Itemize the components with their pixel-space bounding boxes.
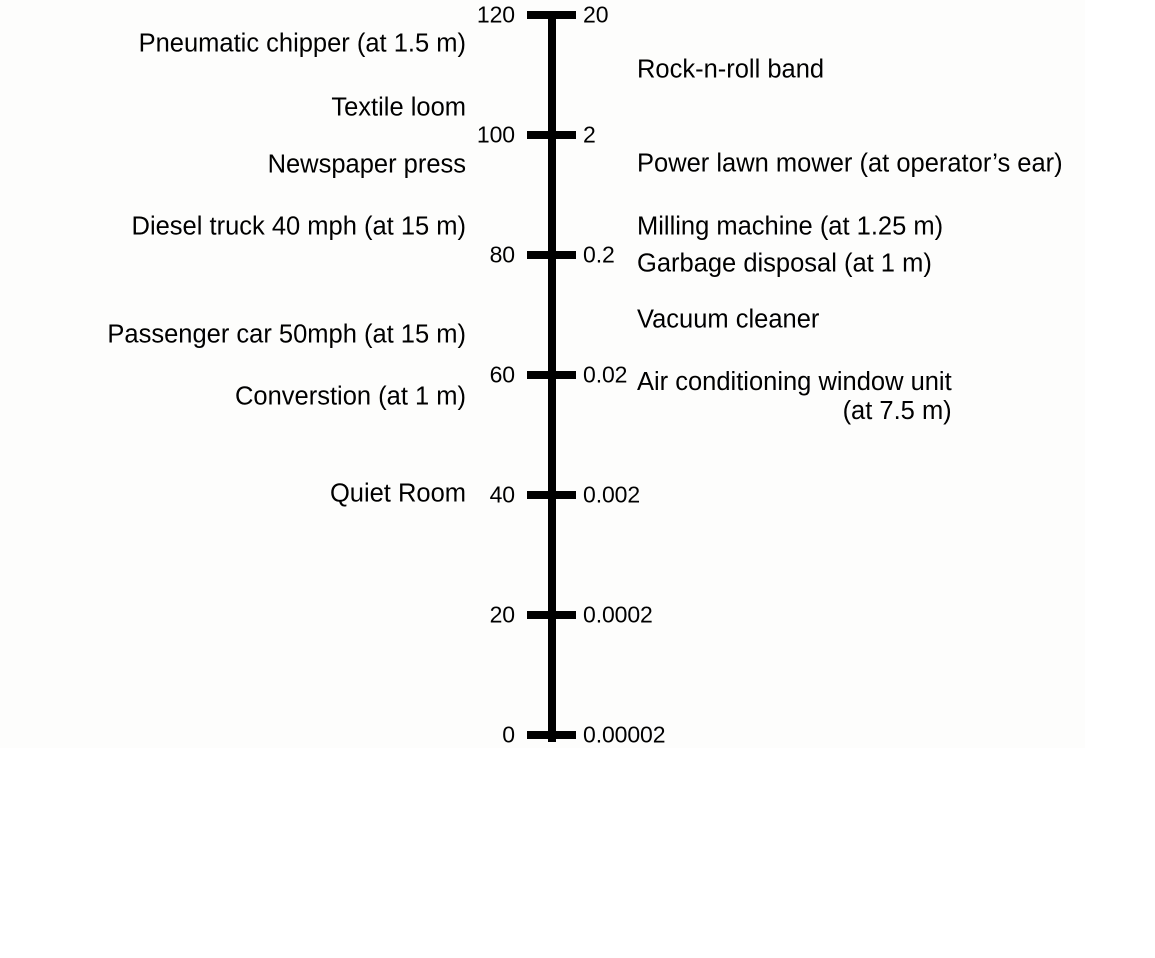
source-label-left: Diesel truck 40 mph (at 15 m) — [131, 212, 466, 241]
source-label-right-line2: (at 7.5 m) — [842, 397, 952, 425]
tick-label-db: 0 — [502, 721, 515, 748]
source-label-right: Milling machine (at 1.25 m) — [637, 212, 944, 241]
source-label-right: Garbage disposal (at 1 m) — [637, 249, 932, 278]
source-label-left: Newspaper press — [267, 150, 466, 179]
axis-tick — [527, 611, 576, 619]
tick-label-db: 100 — [476, 121, 515, 148]
source-label-right-multiline: Air conditioning window unit (at 7.5 m) — [637, 368, 952, 426]
tick-label-db: 80 — [489, 241, 515, 268]
source-label-left: Textile loom — [331, 93, 466, 122]
tick-label-pressure: 0.0002 — [583, 601, 653, 628]
source-label-right-line1: Air conditioning window unit — [637, 368, 952, 396]
tick-label-pressure: 0.00002 — [583, 721, 666, 748]
tick-label-pressure: 0.02 — [583, 361, 628, 388]
tick-label-pressure: 20 — [583, 1, 609, 28]
tick-label-db: 120 — [476, 1, 515, 28]
source-label-right: Rock-n-roll band — [637, 55, 825, 84]
tick-label-db: 40 — [489, 481, 515, 508]
source-label-right: Vacuum cleaner — [637, 305, 820, 334]
axis-tick — [527, 371, 576, 379]
tick-label-db: 60 — [489, 361, 515, 388]
source-label-right: Power lawn mower (at operator’s ear) — [637, 149, 1063, 178]
axis-tick — [527, 251, 576, 259]
source-label-left: Converstion (at 1 m) — [235, 382, 466, 411]
axis-tick — [527, 731, 576, 739]
scale-axis-group: 120 100 80 60 40 20 0 20 2 0.2 0.02 0.00… — [476, 1, 666, 748]
source-label-left: Passenger car 50mph (at 15 m) — [107, 320, 466, 349]
source-label-left: Pneumatic chipper (at 1.5 m) — [138, 29, 466, 58]
tick-label-db: 20 — [489, 601, 515, 628]
axis-tick — [527, 131, 576, 139]
source-label-left: Quiet Room — [329, 479, 466, 508]
axis-tick — [527, 11, 576, 19]
tick-label-pressure: 0.002 — [583, 481, 641, 508]
axis-tick — [527, 491, 576, 499]
tick-label-pressure: 0.2 — [583, 241, 615, 268]
tick-label-pressure: 2 — [583, 121, 596, 148]
